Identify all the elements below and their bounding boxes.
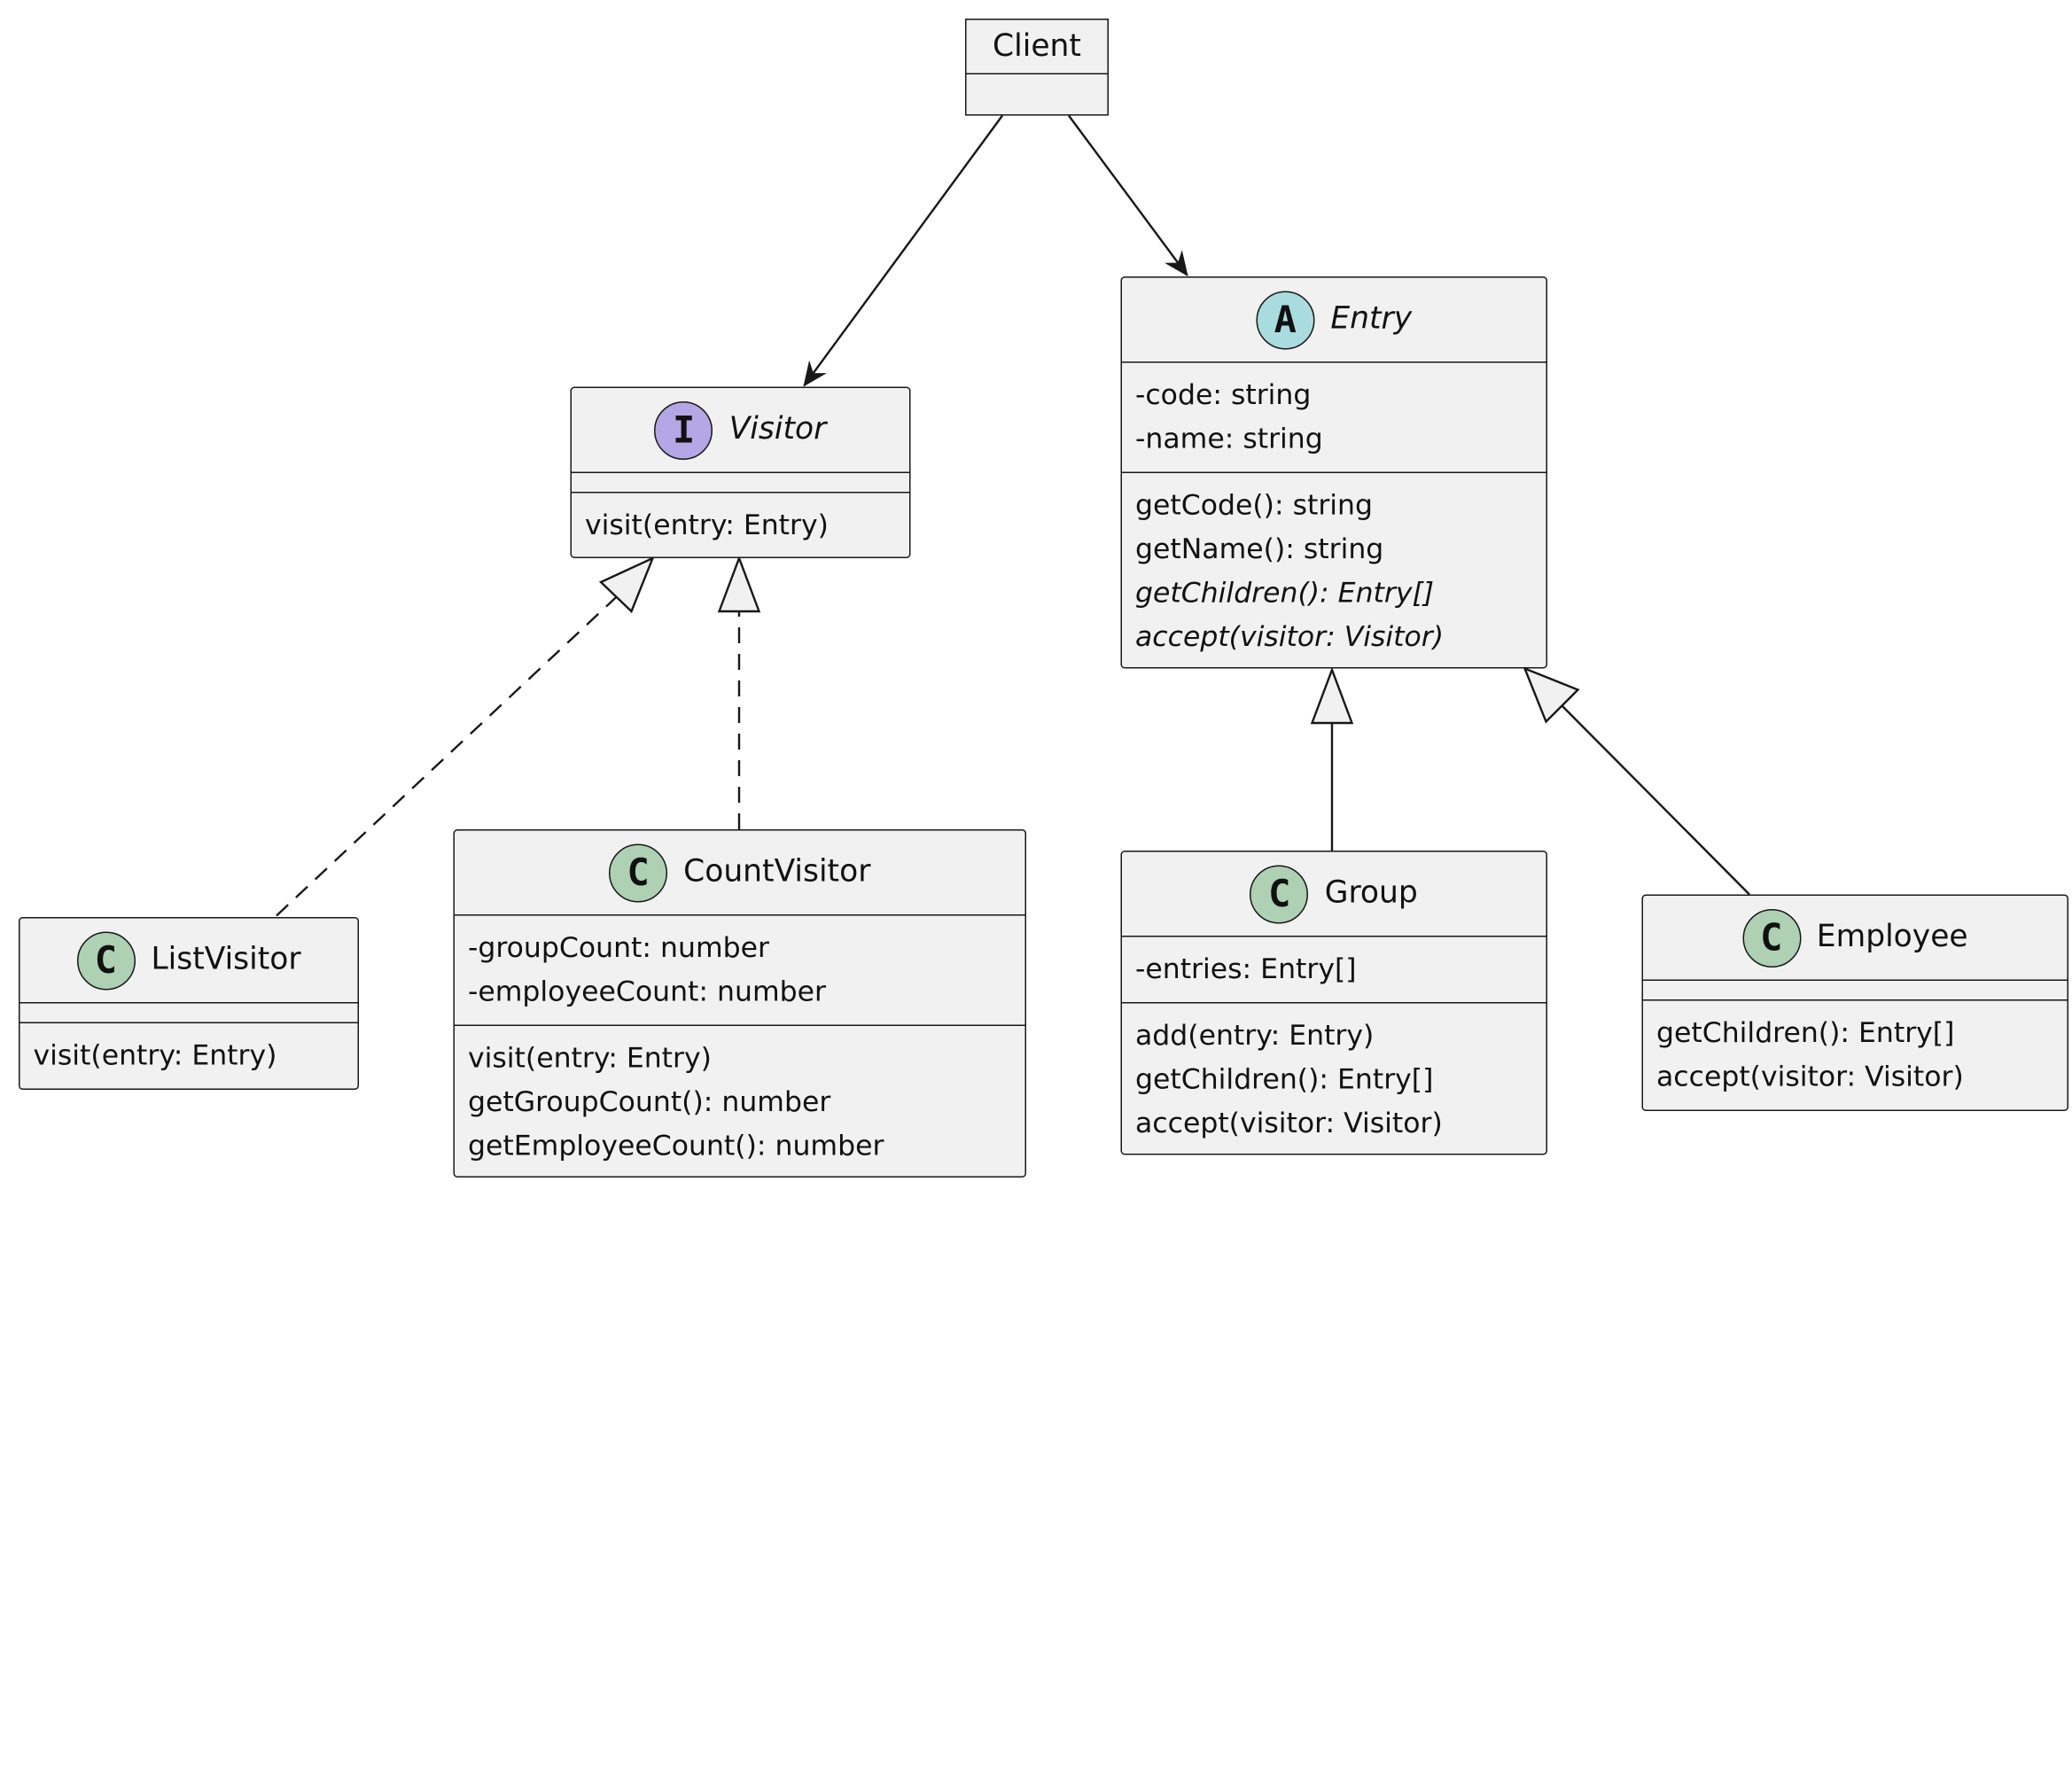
class-employee-fields xyxy=(1643,979,2068,1000)
method: accept(visitor: Visitor) xyxy=(1656,1061,1964,1092)
abstract-class-entry-header: A Entry xyxy=(1122,278,1546,362)
method: getEmployeeCount(): number xyxy=(468,1130,884,1162)
abstract-class-entry-name: Entry xyxy=(1330,301,1413,337)
method: visit(entry: Entry) xyxy=(585,509,829,541)
method: accept(visitor: Visitor) xyxy=(1135,1107,1443,1139)
class-employee-header: C Employee xyxy=(1643,896,2068,980)
class-group-name: Group xyxy=(1324,875,1418,911)
class-spot-icon: C xyxy=(1741,908,1801,968)
interface-visitor-name: Visitor xyxy=(728,412,827,447)
class-client-header: Client xyxy=(967,20,1108,74)
abstract-method: getChildren(): Entry[] xyxy=(1135,577,1435,609)
method: add(entry: Entry) xyxy=(1135,1019,1375,1052)
interface-visitor-fields xyxy=(572,471,909,493)
field: -groupCount: number xyxy=(468,931,769,964)
abstract-class-entry-fields: -code: string -name: string xyxy=(1122,361,1546,472)
class-employee[interactable]: C Employee getChildren(): Entry[] accept… xyxy=(1641,894,2068,1111)
abstract-class-entry[interactable]: A Entry -code: string -name: string getC… xyxy=(1120,276,1547,671)
field: -code: string xyxy=(1135,378,1312,411)
method: getChildren(): Entry[] xyxy=(1656,1016,1955,1049)
class-client-fields xyxy=(966,73,1108,94)
interface-spot-icon: I xyxy=(654,400,713,460)
class-countvisitor-methods: visit(entry: Entry) getGroupCount(): num… xyxy=(455,1024,1025,1179)
abstract-class-entry-methods: getCode(): string getName(): string getC… xyxy=(1122,471,1546,671)
relations-layer xyxy=(276,114,1750,917)
method: getChildren(): Entry[] xyxy=(1135,1063,1434,1095)
class-spot-icon: C xyxy=(1250,864,1309,923)
method: visit(entry: Entry) xyxy=(468,1042,712,1074)
method: getCode(): string xyxy=(1135,489,1374,521)
method: getGroupCount(): number xyxy=(468,1085,831,1118)
edge-client-entry xyxy=(1068,114,1188,277)
class-spot-icon: C xyxy=(609,843,668,902)
class-countvisitor-header: C CountVisitor xyxy=(455,831,1025,915)
class-countvisitor[interactable]: C CountVisitor -groupCount: number -empl… xyxy=(453,829,1026,1179)
field: -name: string xyxy=(1135,423,1323,455)
interface-visitor-header: I Visitor xyxy=(572,388,909,472)
class-countvisitor-name: CountVisitor xyxy=(683,854,871,890)
interface-visitor[interactable]: I Visitor visit(entry: Entry) xyxy=(570,386,911,558)
class-client-name: Client xyxy=(993,28,1081,64)
generalization-arrowhead-employee xyxy=(1523,666,1580,724)
class-employee-methods: getChildren(): Entry[] accept(visitor: V… xyxy=(1643,999,2068,1110)
class-listvisitor-name: ListVisitor xyxy=(151,942,301,977)
class-listvisitor-fields xyxy=(19,1002,358,1022)
field: -employeeCount: number xyxy=(468,976,826,1007)
edge-employee-entry xyxy=(1561,704,1750,896)
abstract-spot-icon: A xyxy=(1256,290,1315,349)
class-spot-icon: C xyxy=(76,930,136,990)
field: -entries: Entry[] xyxy=(1135,952,1357,985)
method: getName(): string xyxy=(1135,532,1384,565)
class-group-methods: add(entry: Entry) getChildren(): Entry[]… xyxy=(1122,1002,1546,1156)
realization-arrowhead-listvisitor xyxy=(598,556,655,614)
interface-visitor-methods: visit(entry: Entry) xyxy=(572,492,909,558)
class-group-header: C Group xyxy=(1122,852,1546,937)
class-listvisitor[interactable]: C ListVisitor visit(entry: Entry) xyxy=(19,917,359,1090)
realization-arrowhead-countvisitor xyxy=(717,555,761,613)
abstract-method: accept(visitor: Visitor) xyxy=(1135,620,1445,653)
method: visit(entry: Entry) xyxy=(33,1039,277,1071)
class-listvisitor-header: C ListVisitor xyxy=(20,919,358,1003)
generalization-arrowhead-group xyxy=(1310,666,1354,725)
class-employee-name: Employee xyxy=(1816,920,1968,954)
edge-client-visitor xyxy=(803,114,1003,387)
class-client[interactable]: Client xyxy=(965,19,1109,116)
class-group-fields: -entries: Entry[] xyxy=(1122,936,1546,1002)
class-listvisitor-methods: visit(entry: Entry) xyxy=(19,1022,358,1089)
class-group[interactable]: C Group -entries: Entry[] add(entry: Ent… xyxy=(1120,851,1547,1156)
class-countvisitor-fields: -groupCount: number -employeeCount: numb… xyxy=(455,914,1025,1025)
